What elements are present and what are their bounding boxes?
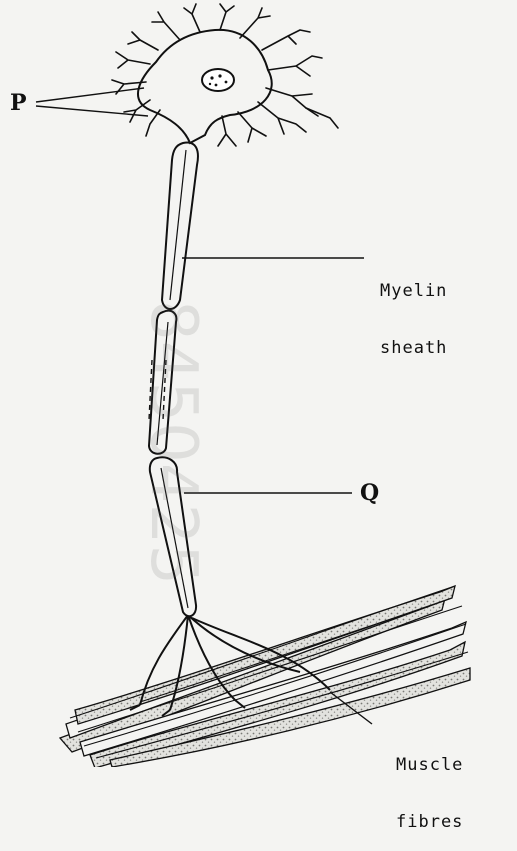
label-muscle-line2: fibres bbox=[396, 813, 463, 832]
label-myelin-sheath: Myelin sheath bbox=[380, 244, 447, 377]
myelin-segment-upper bbox=[162, 142, 198, 309]
watermark-text: 8450425 bbox=[150, 300, 210, 585]
label-muscle-fibres: Muscle fibres bbox=[396, 718, 463, 851]
nucleus bbox=[202, 69, 234, 91]
p-pointer-upper bbox=[36, 88, 144, 102]
label-p: P bbox=[10, 90, 27, 116]
label-myelin-line2: sheath bbox=[380, 339, 447, 358]
label-q: Q bbox=[360, 480, 379, 506]
label-myelin-line1: Myelin bbox=[380, 282, 447, 301]
label-muscle-line1: Muscle bbox=[396, 756, 463, 775]
neuron-diagram bbox=[0, 0, 517, 767]
watermark: 8450425 bbox=[150, 300, 210, 770]
